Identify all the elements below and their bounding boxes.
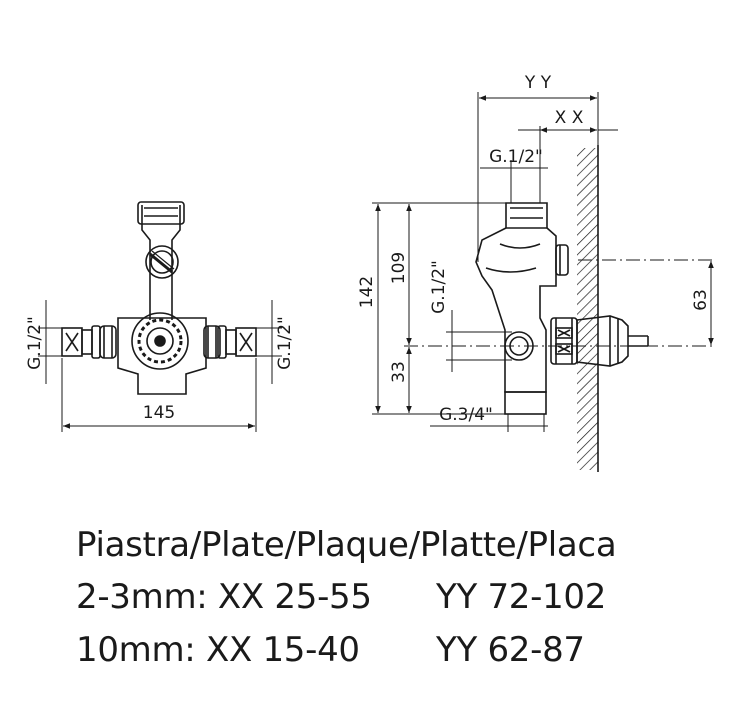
technical-drawing: 145 G.1/2" G.1/2"	[25, 73, 716, 472]
caption-row-2-label: 10mm: XX 15-40	[76, 630, 360, 670]
caption-row-2-3mm: 2-3mm: XX 25-55 YY 72-102	[76, 577, 606, 617]
side-yy-label: Y Y	[524, 73, 552, 93]
caption-row-1-yy: YY 72-102	[436, 577, 607, 617]
front-right-thread-label: G.1/2"	[275, 316, 295, 370]
front-width-label: 145	[143, 403, 175, 423]
side-height-63-label: 63	[691, 289, 711, 311]
front-body	[117, 317, 207, 395]
side-bottom-outlet	[504, 391, 547, 415]
caption-row-10mm: 10mm: XX 15-40 YY 62-87	[76, 630, 585, 670]
side-view	[372, 92, 716, 472]
front-right-fitting	[203, 325, 257, 359]
side-top-thread-label: G.1/2"	[489, 147, 543, 167]
front-left-fitting	[61, 325, 117, 359]
front-top-cap	[137, 201, 185, 225]
front-left-thread-label: G.1/2"	[25, 316, 45, 370]
side-height-142-label: 142	[357, 276, 377, 308]
side-cartridge	[550, 315, 649, 367]
front-view	[38, 201, 282, 432]
caption-row-1-label: 2-3mm: XX 25-55	[76, 577, 372, 617]
caption-title: Piastra/Plate/Plaque/Platte/Placa	[76, 525, 617, 565]
caption-row-2-yy: YY 62-87	[436, 630, 585, 670]
front-screw	[145, 245, 179, 279]
front-top-stem	[141, 205, 181, 320]
side-top-spout	[505, 202, 548, 229]
wall-hatch	[577, 148, 598, 470]
side-height-33-label: 33	[389, 361, 409, 383]
side-xx-label: X X	[555, 108, 584, 128]
side-height-109-label: 109	[389, 252, 409, 284]
side-body	[475, 227, 557, 393]
side-bottom-thread-label: G.3/4"	[439, 405, 493, 425]
front-center-port	[131, 312, 189, 370]
side-knob	[555, 244, 569, 276]
side-mid-thread-label: G.1/2"	[429, 260, 449, 314]
